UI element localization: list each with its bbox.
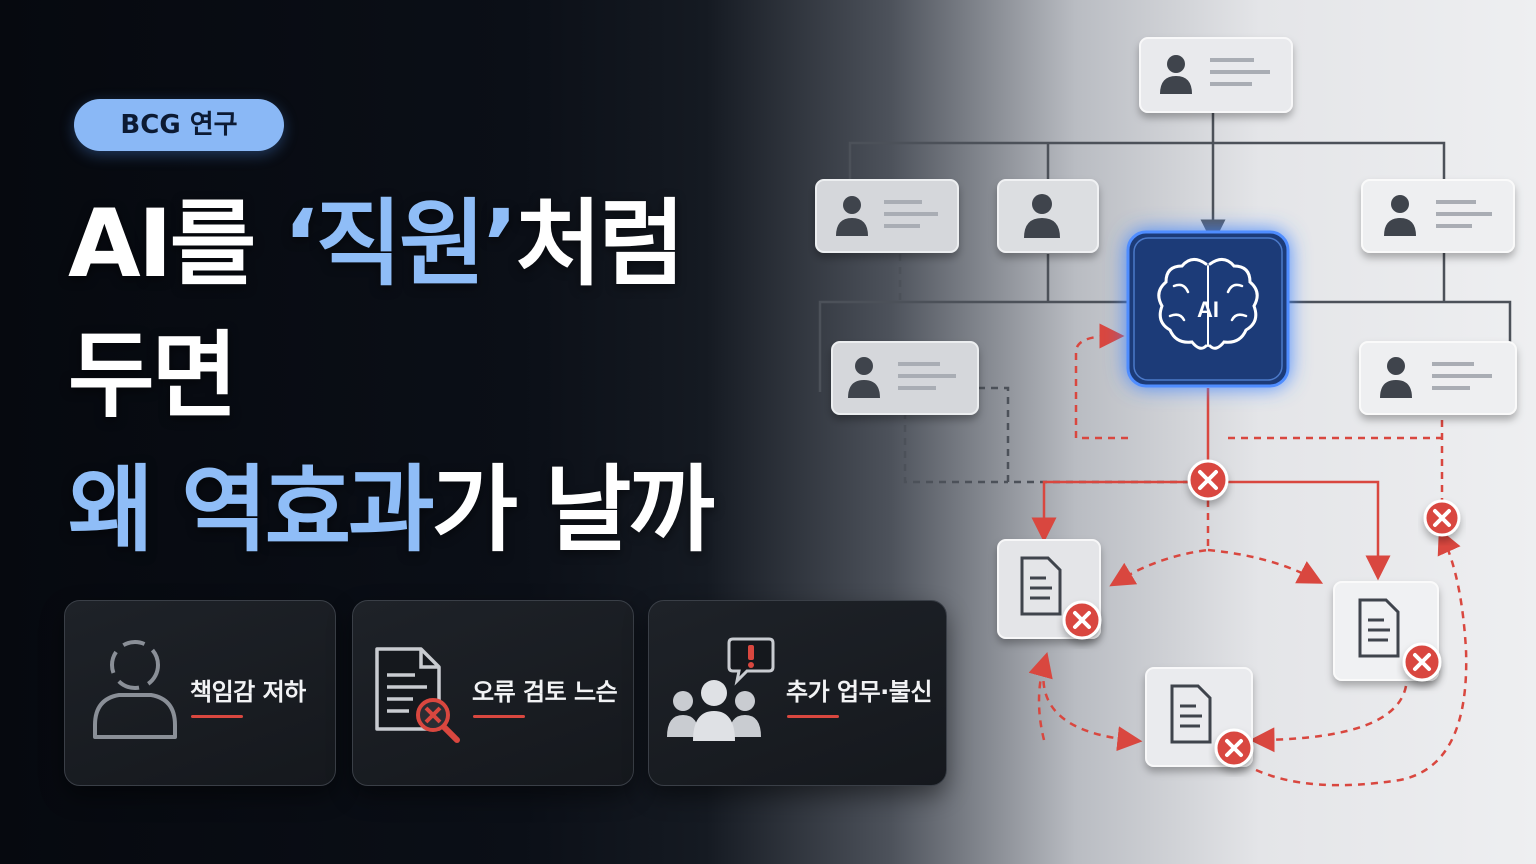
error-flow-lines <box>1028 323 1468 787</box>
card-underline <box>473 715 525 718</box>
headline-line-2: 두면 <box>68 322 238 431</box>
person-icon <box>1024 194 1060 238</box>
person-card-top <box>1139 37 1293 113</box>
headline-line-3: 왜 역효과가 날까 <box>68 464 715 558</box>
card-responsibility <box>64 600 336 786</box>
headline-line-1-post: 처럼 <box>515 190 685 299</box>
error-icon <box>1402 642 1442 682</box>
person-icon <box>1380 357 1412 398</box>
card-label-review: 오류 검토 느슨 <box>472 678 618 706</box>
people-alert-icon <box>667 637 775 741</box>
card-label-responsibility: 책임감 저하 <box>190 678 306 706</box>
card-label-extra-work: 추가 업무·불신 <box>786 678 932 706</box>
error-icon <box>1062 600 1102 640</box>
person-card-lower-right <box>1359 341 1517 415</box>
person-icon <box>848 357 880 398</box>
headline-line-3-highlight: 왜 역효과 <box>68 456 435 565</box>
document-icon <box>1020 556 1062 616</box>
org-chart-diagram: AI <box>815 37 1517 787</box>
document-error-icon <box>375 647 460 743</box>
card-review <box>352 600 634 786</box>
brain-icon <box>1157 258 1259 350</box>
card-extra-work <box>648 600 947 786</box>
study-badge: BCG 연구 <box>74 99 284 151</box>
person-card-right <box>1361 179 1515 253</box>
document-icon <box>1358 598 1400 658</box>
headline-line-1-pre: AI를 <box>68 190 283 299</box>
ai-label: AI <box>1197 297 1219 322</box>
headline-line-1-highlight: ‘직원’ <box>282 190 518 299</box>
card-underline <box>787 715 839 718</box>
person-card-middle <box>997 179 1099 253</box>
person-icon <box>836 196 868 236</box>
person-card-left <box>815 179 959 253</box>
ai-node: AI <box>1126 230 1290 388</box>
card-underline <box>191 715 243 718</box>
person-outline-icon <box>93 640 177 739</box>
headline-line-1: AI를 ‘직원’처럼 <box>68 198 685 292</box>
error-icon <box>1187 459 1229 501</box>
person-icon <box>1160 55 1192 94</box>
error-icon <box>1214 728 1254 768</box>
person-icon <box>1384 195 1416 236</box>
person-card-lower-left <box>831 341 979 415</box>
error-icon <box>1423 499 1461 537</box>
document-icon <box>1170 684 1212 744</box>
headline-line-3-post: 가 날까 <box>431 456 715 565</box>
